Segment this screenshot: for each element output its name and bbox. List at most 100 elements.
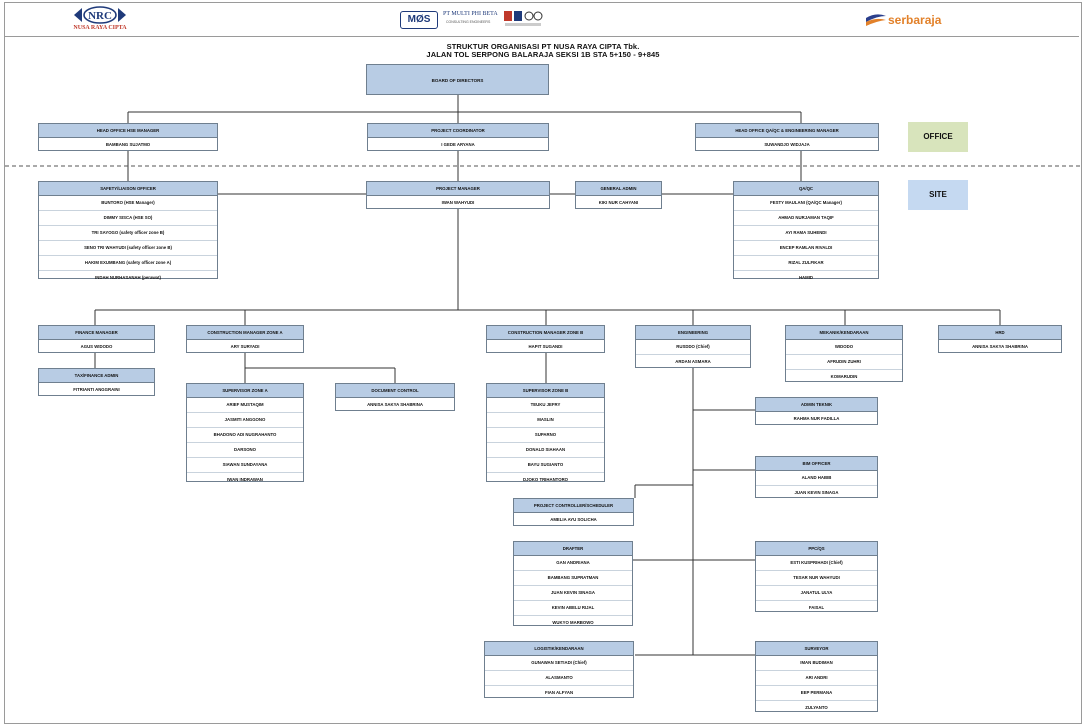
nrc-company-name: NUSA RAYA CIPTA xyxy=(73,25,127,31)
surveyor-title: SURVEYOR xyxy=(756,642,877,656)
logistik-member: GUNAWAN SETIADI (Chief) xyxy=(531,660,587,665)
document-control-member: ANNISA SAKYA SHABRINA xyxy=(367,402,423,407)
mos-logo-text: MØS xyxy=(407,14,431,25)
construction-manager-a-member: ARY SURYADI xyxy=(230,344,260,349)
qaqc-engineering-manager-title: HEAD OFFICE QA/QC & ENGINEERING MANAGER xyxy=(696,124,878,138)
drafter-member: BAMBANG SUPRATMAN xyxy=(514,570,632,585)
safety-member: TRI SAYOGO (safety officer zone B) xyxy=(39,225,217,240)
surveyor-member: ZULYANTO xyxy=(756,700,877,715)
qaqc-member: AYI RAMA SUHENDI xyxy=(734,225,878,240)
finance-manager-member: AGUS WIDODO xyxy=(80,344,113,349)
project-coordinator-title: PROJECT COORDINATOR xyxy=(368,124,548,138)
ppc-member: JANATUL ULYA xyxy=(756,585,877,600)
certification-badge-icon xyxy=(504,11,543,26)
ppc-qs-title: PPC/QS xyxy=(756,542,877,556)
mekanik-kendaraan-box: MEKANIK/KENDARAAN WIDODO AFRUDIN ZUHRI K… xyxy=(785,325,903,382)
board-of-directors-title: BOARD OF DIRECTORS xyxy=(431,78,484,83)
drafter-title: DRAFTER xyxy=(514,542,632,556)
engineering-title: ENGINEERING xyxy=(636,326,750,340)
drafter-member: KEVIN ABELU RIJAL xyxy=(514,600,632,615)
document-control-title: DOCUMENT CONTROL xyxy=(336,384,454,398)
safety-member: DIMMY SISCA (HSE SO) xyxy=(39,210,217,225)
supervisor-zone-a-box: SUPERVISOR ZONE A ARIEF MUSTAQIM JASMITI… xyxy=(186,383,304,482)
finance-manager-title: FINANCE MANAGER xyxy=(39,326,154,340)
supervisor-a-member: IWAN INDRAWAN xyxy=(187,472,303,487)
finance-manager-box: FINANCE MANAGER AGUS WIDODO xyxy=(38,325,155,353)
supervisor-zone-a-title: SUPERVISOR ZONE A xyxy=(187,384,303,398)
supervisor-b-member: TEUKU JEFRY xyxy=(530,402,561,407)
safety-member: SENO TRI WAHYUDI (safety officer zone B) xyxy=(39,240,217,255)
tax-finance-admin-title: TAX/FINANCE ADMIN xyxy=(39,369,154,383)
hse-manager-box: HEAD OFFICE HSE MANAGER BAMBANG SUJATMO xyxy=(38,123,218,151)
drafter-box: DRAFTER GAN ANDRIANA BAMBANG SUPRATMAN J… xyxy=(513,541,633,626)
safety-officer-box: SAFETY/LIAISON OFFICER BUNTORO (HSE Mana… xyxy=(38,181,218,280)
tax-finance-admin-box: TAX/FINANCE ADMIN FITRIANTI ANGGRAINI xyxy=(38,368,155,396)
mekanik-kendaraan-title: MEKANIK/KENDARAAN xyxy=(786,326,902,340)
nrc-logo-text: NRC xyxy=(88,10,112,22)
supervisor-b-member: DONALD SIAHAAN xyxy=(487,442,604,457)
surveyor-box: SURVEYOR IMAN BUDIMAN ARI ANDRI EEP PERM… xyxy=(755,641,878,712)
construction-manager-b-title: CONSTRUCTION MANAGER ZONE B xyxy=(487,326,604,340)
surveyor-member: EEP PERMANA xyxy=(756,685,877,700)
general-admin-box: GENERAL ADMIN KIKI NUR CAHYANI xyxy=(575,181,662,209)
qaqc-title: QA/QC xyxy=(734,182,878,196)
ppc-member: FAISAL xyxy=(756,600,877,615)
bim-officer-box: BIM OFFICER ALAND HABIB JUAN KEVIN SINAG… xyxy=(755,456,878,498)
site-tag: SITE xyxy=(908,180,968,210)
safety-member: HAKIM EXUMBANG (safety officer zone A) xyxy=(39,255,217,270)
qaqc-member: AHMAD NURJAMAN TAQIF xyxy=(734,210,878,225)
nrc-emblem-icon: NRC xyxy=(74,6,126,24)
project-manager-title: PROJECT MANAGER xyxy=(367,182,549,196)
qaqc-member: RIZAL ZULFIKAR xyxy=(734,255,878,270)
surveyor-member: IMAN BUDIMAN xyxy=(800,660,833,665)
hse-manager-title: HEAD OFFICE HSE MANAGER xyxy=(39,124,217,138)
qaqc-box: QA/QC FESTY MAULANI (QA/QC Manager) AHMA… xyxy=(733,181,879,280)
certification-badges xyxy=(503,9,543,29)
header-bar: NRC NUSA RAYA CIPTA MØS PT MULTI PHI BET… xyxy=(5,3,1079,37)
supervisor-zone-b-title: SUPERVISOR ZONE B xyxy=(487,384,604,398)
bim-officer-title: BIM OFFICER xyxy=(756,457,877,471)
general-admin-title: GENERAL ADMIN xyxy=(576,182,661,196)
surveyor-member: ARI ANDRI xyxy=(756,670,877,685)
hrd-member: ANNISA SAKYA SHABRINA xyxy=(972,344,1028,349)
supervisor-a-member: SIAWAN SUNDAYANA xyxy=(187,457,303,472)
drafter-member: JUAN KEVIN SINAGA xyxy=(514,585,632,600)
qaqc-member: FESTY MAULANI (QA/QC Manager) xyxy=(770,200,842,205)
document-control-box: DOCUMENT CONTROL ANNISA SAKYA SHABRINA xyxy=(335,383,455,411)
qaqc-engineering-manager-member: SUWANDJO WIDJAJA xyxy=(764,142,810,147)
engineering-box: ENGINEERING RUSDDO (Chief) ARDAN ASMARA xyxy=(635,325,751,368)
mos-company-sub: CONSULTING ENGINEERS xyxy=(446,20,491,24)
page-frame xyxy=(4,2,1082,724)
construction-manager-a-title: CONSTRUCTION MANAGER ZONE A xyxy=(187,326,303,340)
board-of-directors-box: BOARD OF DIRECTORS xyxy=(366,64,549,95)
supervisor-b-member: SUPARNO xyxy=(487,427,604,442)
logistik-kendaraan-title: LOGISTIK/KENDARAAN xyxy=(485,642,633,656)
admin-teknik-title: ADMIN TEKNIK xyxy=(756,398,877,412)
supervisor-a-member: JASMITI ANGGONO xyxy=(187,412,303,427)
chart-title-line1: STRUKTUR ORGANISASI PT NUSA RAYA CIPTA T… xyxy=(446,42,640,51)
qaqc-member: HAMID xyxy=(734,270,878,285)
ppc-qs-box: PPC/QS ESTI KUSPRIHADI (Chief) TESAR NUR… xyxy=(755,541,878,612)
construction-manager-a-box: CONSTRUCTION MANAGER ZONE A ARY SURYADI xyxy=(186,325,304,353)
logistik-member: FIAN ALFYAN xyxy=(485,685,633,700)
supervisor-a-member: DARSONO xyxy=(187,442,303,457)
nrc-logo: NRC NUSA RAYA CIPTA xyxy=(60,5,140,35)
ppc-member: ESTI KUSPRIHADI (Chief) xyxy=(790,560,843,565)
chart-title-line2: JALAN TOL SERPONG BALARAJA SEKSI 1B STA … xyxy=(426,50,660,59)
safety-member: INDAH NURHASANAH (perawat) xyxy=(39,270,217,285)
mos-logo: MØS xyxy=(400,11,438,29)
qaqc-member: ENCEP RAMLAN RIVALDI xyxy=(734,240,878,255)
admin-teknik-box: ADMIN TEKNIK RAHMA NUR FADILLA xyxy=(755,397,878,425)
hrd-box: HRD ANNISA SAKYA SHABRINA xyxy=(938,325,1062,353)
project-coordinator-member: I GEDE ARYANA xyxy=(441,142,475,147)
serbaraja-brand-text: serbaraja xyxy=(888,13,942,27)
hse-manager-member: BAMBANG SUJATMO xyxy=(105,142,151,147)
project-controller-title: PROJECT CONTROLLER/SCHEDULER xyxy=(514,499,633,513)
serbaraja-logo: serbaraja xyxy=(865,11,965,31)
general-admin-member: KIKI NUR CAHYANI xyxy=(598,200,639,205)
project-coordinator-box: PROJECT COORDINATOR I GEDE ARYANA xyxy=(367,123,549,151)
supervisor-b-member: DJOKO TRIHANTORO xyxy=(487,472,604,487)
mekanik-member: AFRUDIN ZUHRI xyxy=(786,354,902,369)
project-manager-member: IWAN WAHYUDI xyxy=(441,200,475,205)
